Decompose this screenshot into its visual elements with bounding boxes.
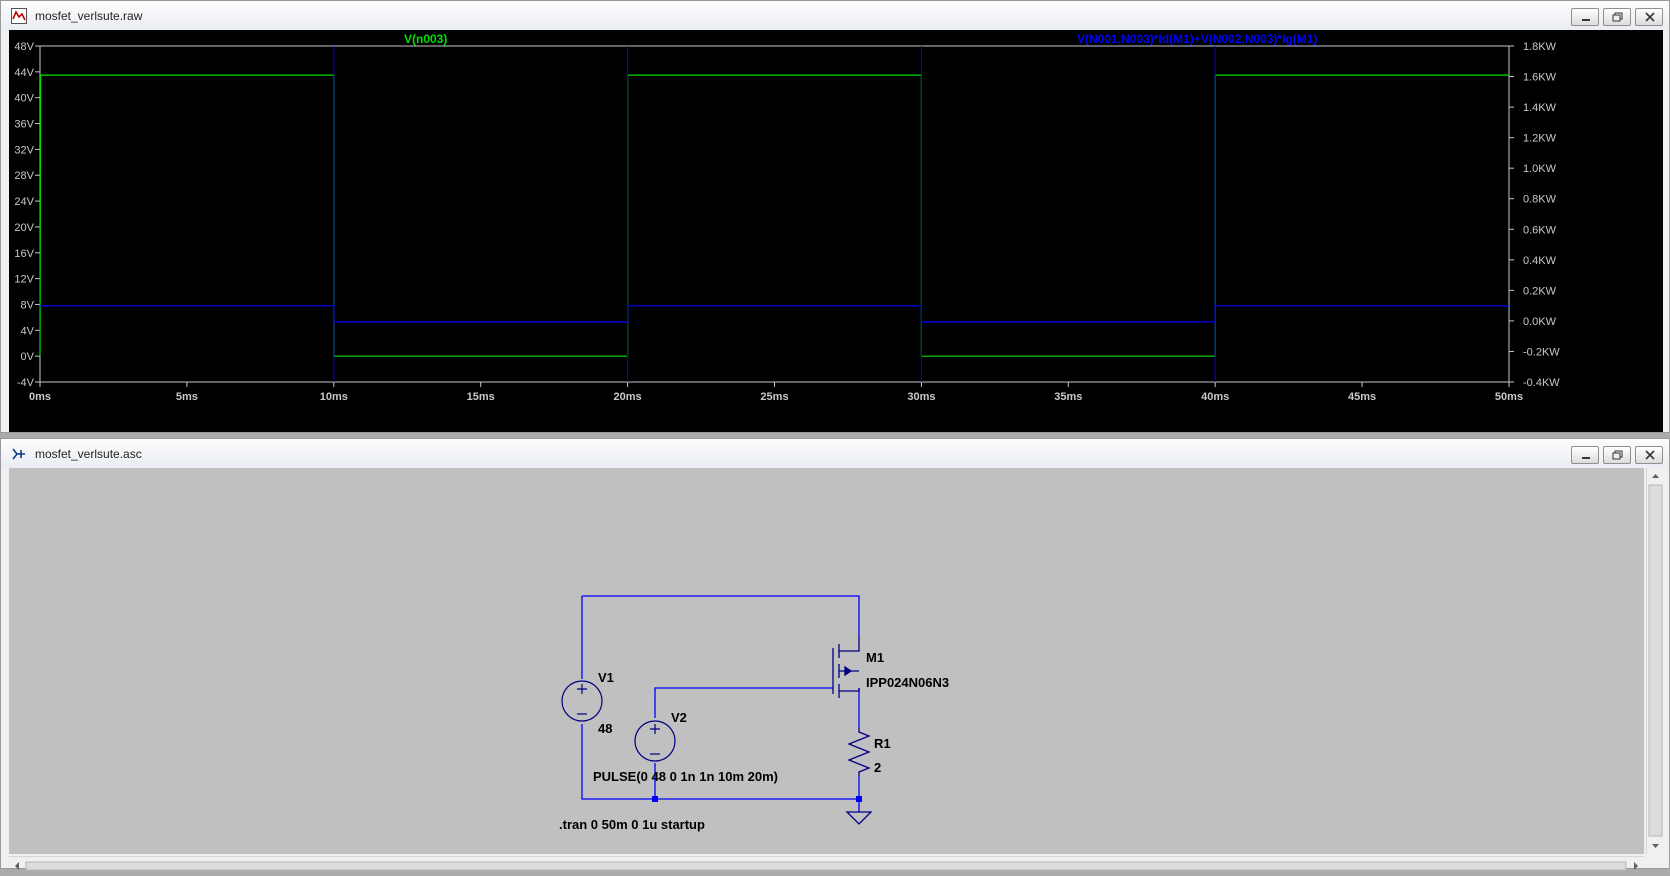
restore-button[interactable] bbox=[1603, 446, 1631, 464]
left-axis-tick-label: 16V bbox=[14, 248, 34, 260]
vertical-scrollbar[interactable] bbox=[1646, 468, 1663, 854]
x-axis-tick-label: 30ms bbox=[907, 391, 935, 403]
minimize-button[interactable] bbox=[1571, 8, 1599, 26]
right-axis-tick-label: -0.4KW bbox=[1523, 377, 1560, 389]
close-button[interactable] bbox=[1635, 446, 1663, 464]
left-axis-tick-label: 48V bbox=[14, 41, 34, 53]
restore-icon bbox=[1612, 450, 1623, 460]
m1-name[interactable]: M1 bbox=[866, 650, 884, 665]
waveform-titlebar[interactable]: mosfet_verlsute.raw bbox=[1, 1, 1669, 31]
trace2-label[interactable]: V(N001,N003)*Id(M1)+V(N002,N003)*Ig(M1) bbox=[1077, 32, 1317, 46]
schematic-titlebar[interactable]: mosfet_verlsute.asc bbox=[1, 439, 1669, 469]
minimize-icon bbox=[1582, 457, 1590, 459]
r1-value[interactable]: 2 bbox=[874, 760, 881, 775]
mosfet-m1-symbol[interactable] bbox=[832, 636, 860, 698]
right-axis-tick-label: 0.6KW bbox=[1523, 224, 1557, 236]
close-button[interactable] bbox=[1635, 8, 1663, 26]
v2-source-symbol[interactable] bbox=[634, 720, 676, 762]
junction-dot bbox=[856, 796, 862, 802]
right-axis-tick-label: 1.8KW bbox=[1523, 41, 1557, 53]
ground-icon[interactable] bbox=[845, 811, 873, 825]
x-axis-tick-label: 0ms bbox=[29, 391, 51, 403]
left-axis-tick-label: 44V bbox=[14, 67, 34, 79]
right-axis-tick-label: 0.8KW bbox=[1523, 194, 1557, 206]
series-line-2[interactable] bbox=[40, 305, 1509, 323]
junction-dot bbox=[652, 796, 658, 802]
schematic-drawing[interactable]: V1 48 V2 PULSE(0 48 0 1n 1n 10m 20m) bbox=[9, 468, 1644, 854]
vertical-scrollbar-graphic[interactable] bbox=[1647, 468, 1664, 854]
schematic-window: mosfet_verlsute.asc bbox=[0, 438, 1670, 871]
x-axis-tick-label: 35ms bbox=[1054, 391, 1082, 403]
right-axis-tick-label: 0.0KW bbox=[1523, 316, 1557, 328]
x-axis-tick-label: 15ms bbox=[467, 391, 495, 403]
right-axis-tick-label: -0.2KW bbox=[1523, 346, 1560, 358]
left-axis-tick-label: 32V bbox=[14, 144, 34, 156]
scroll-right-arrow-icon[interactable] bbox=[1634, 862, 1638, 870]
right-axis-tick-label: 1.0KW bbox=[1523, 163, 1557, 175]
schematic-window-title: mosfet_verlsute.asc bbox=[35, 447, 142, 461]
x-axis-tick-label: 20ms bbox=[614, 391, 642, 403]
left-axis-tick-label: 24V bbox=[14, 196, 34, 208]
close-icon bbox=[1645, 12, 1655, 22]
left-axis-tick-label: 28V bbox=[14, 170, 34, 182]
left-axis-tick-label: 0V bbox=[21, 351, 35, 363]
schematic-canvas[interactable]: V1 48 V2 PULSE(0 48 0 1n 1n 10m 20m) bbox=[9, 468, 1644, 854]
left-axis-tick-label: -4V bbox=[17, 377, 35, 389]
x-axis-tick-label: 10ms bbox=[320, 391, 348, 403]
left-axis-tick-label: 20V bbox=[14, 222, 34, 234]
right-axis-tick-label: 0.2KW bbox=[1523, 285, 1557, 297]
m1-model[interactable]: IPP024N06N3 bbox=[866, 675, 949, 690]
horizontal-scrollbar[interactable] bbox=[9, 856, 1644, 871]
v2-value[interactable]: PULSE(0 48 0 1n 1n 10m 20m) bbox=[593, 769, 778, 784]
waveform-chart[interactable]: 48V44V40V36V32V28V24V20V16V12V8V4V0V-4V … bbox=[9, 30, 1663, 432]
vertical-scroll-thumb[interactable] bbox=[1648, 484, 1663, 837]
x-axis-tick-label: 40ms bbox=[1201, 391, 1229, 403]
minimize-icon bbox=[1582, 19, 1590, 21]
wire-top[interactable] bbox=[582, 595, 860, 636]
x-axis-tick-label: 45ms bbox=[1348, 391, 1376, 403]
right-axis-tick-label: 1.2KW bbox=[1523, 133, 1557, 145]
waveform-window: mosfet_verlsute.raw 48V 44V 40V 36V 32V 28V 24… bbox=[0, 0, 1670, 433]
scroll-down-arrow-icon[interactable] bbox=[1652, 844, 1659, 848]
x-axis-tick-label: 25ms bbox=[760, 391, 788, 403]
resistor-r1-symbol[interactable] bbox=[847, 728, 871, 776]
left-axis-tick-label: 8V bbox=[21, 299, 35, 311]
v2-name[interactable]: V2 bbox=[671, 710, 687, 725]
restore-icon bbox=[1612, 12, 1623, 22]
v1-value[interactable]: 48 bbox=[598, 721, 612, 736]
r1-name[interactable]: R1 bbox=[874, 736, 891, 751]
series-line-1[interactable] bbox=[39, 74, 1509, 357]
close-icon bbox=[1645, 450, 1655, 460]
wire-gate[interactable] bbox=[654, 687, 833, 718]
v1-name[interactable]: V1 bbox=[598, 670, 614, 685]
spice-directive[interactable]: .tran 0 50m 0 1u startup bbox=[559, 817, 705, 832]
right-axis-tick-label: 0.4KW bbox=[1523, 255, 1557, 267]
left-axis-tick-label: 4V bbox=[21, 325, 35, 337]
restore-button[interactable] bbox=[1603, 8, 1631, 26]
left-axis-tick-label: 36V bbox=[14, 119, 34, 131]
schematic-app-icon bbox=[12, 448, 25, 460]
left-axis-tick-label: 40V bbox=[14, 93, 34, 105]
waveform-app-icon bbox=[11, 8, 27, 24]
waveform-window-title: mosfet_verlsute.raw bbox=[35, 9, 143, 23]
x-axis-tick-label: 5ms bbox=[176, 391, 198, 403]
right-axis-tick-label: 1.6KW bbox=[1523, 72, 1557, 84]
scroll-up-arrow-icon[interactable] bbox=[1652, 474, 1659, 478]
left-axis-tick-label: 12V bbox=[14, 274, 34, 286]
wire-v1-bottom[interactable] bbox=[581, 724, 859, 800]
scroll-left-arrow-icon[interactable] bbox=[15, 862, 19, 870]
x-axis-tick-label: 50ms bbox=[1495, 391, 1523, 403]
v1-source-symbol[interactable] bbox=[561, 680, 603, 722]
right-axis-tick-label: 1.4KW bbox=[1523, 102, 1557, 114]
trace1-label[interactable]: V(n003) bbox=[404, 32, 447, 46]
minimize-button[interactable] bbox=[1571, 446, 1599, 464]
horizontal-scrollbar-graphic[interactable] bbox=[9, 860, 1644, 872]
